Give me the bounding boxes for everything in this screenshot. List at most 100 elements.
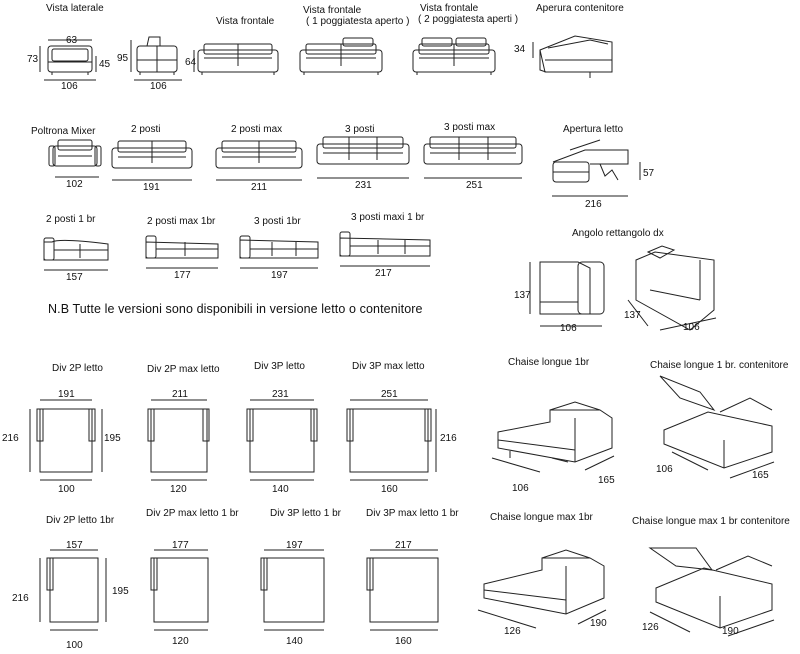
label-2-posti-1br: 2 posti 1 br: [46, 214, 96, 225]
dim-side-106b: 106: [150, 81, 167, 92]
dim-letto-216: 216: [585, 199, 602, 210]
dim-d4-216: 216: [440, 433, 457, 444]
dim-e1-157: 157: [66, 540, 83, 551]
label-apertura-letto: Apertura letto: [563, 124, 624, 135]
dim-ang-137b: 137: [624, 310, 641, 321]
dim-br-177: 177: [174, 270, 191, 281]
dim-mixer-102: 102: [66, 179, 83, 190]
label-chaise-1br: Chaise longue 1br: [508, 357, 590, 368]
dim-ch4-126: 126: [642, 622, 659, 633]
dim-ch2-106: 106: [656, 464, 673, 475]
dim-front-64: 64: [185, 57, 197, 68]
dim-d3-231: 231: [272, 389, 289, 400]
dim-ang-106b: 106: [683, 322, 700, 333]
dim-side-95: 95: [117, 53, 129, 64]
dim-ang-106a: 106: [560, 323, 577, 334]
two-seater-max-drawing: [215, 140, 303, 181]
side-view-headrest-drawing: [130, 36, 182, 81]
dim-br-217: 217: [375, 268, 392, 279]
bed-opening-drawing: [552, 139, 641, 197]
label-angolo: Angolo rettangolo dx: [572, 228, 664, 239]
div-3p-max-letto-plan: [346, 399, 437, 481]
dim-d4-251: 251: [381, 389, 398, 400]
label-vista-frontale-1: Vista frontale: [303, 5, 362, 16]
dim-e2-177: 177: [172, 540, 189, 551]
dim-ch3-190: 190: [590, 618, 607, 629]
label-3-posti-1br: 3 posti 1br: [254, 216, 301, 227]
dim-ang-137a: 137: [514, 290, 531, 301]
dim-e4-160: 160: [395, 636, 412, 647]
dim-br-157: 157: [66, 272, 83, 283]
dim-d4-160: 160: [381, 484, 398, 495]
two-seater-drawing: [111, 140, 193, 181]
dim-e1-216: 216: [12, 593, 29, 604]
dim-e3-140: 140: [286, 636, 303, 647]
label-vista-frontale: Vista frontale: [216, 16, 275, 27]
label-div-2p-letto: Div 2P letto: [52, 363, 103, 374]
dim-d1-191: 191: [58, 389, 75, 400]
dim-e3-197: 197: [286, 540, 303, 551]
label-div-2p-max-letto: Div 2P max letto: [147, 364, 220, 375]
front-view-two-headrest-drawing: [412, 37, 496, 75]
dim-d1-216: 216: [2, 433, 19, 444]
dim-ch2-165: 165: [752, 470, 769, 481]
dim-2p-191: 191: [143, 182, 160, 193]
three-seater-drawing: [316, 136, 410, 179]
chaise-longue-max-1br-drawing: [477, 549, 607, 629]
label-div-3p-max-letto-1br: Div 3P max letto 1 br: [366, 508, 459, 519]
dim-ch4-190: 190: [722, 626, 739, 637]
dim-e1-195: 195: [112, 586, 129, 597]
dim-d2-120: 120: [170, 484, 187, 495]
dim-2pmax-211: 211: [251, 182, 267, 193]
label-poggiatesta-1: ( 1 poggiatesta aperto ): [306, 16, 410, 27]
dim-ch1-165: 165: [598, 475, 615, 486]
dim-d1-100: 100: [58, 484, 75, 495]
label-chaise-1br-cont: Chaise longue 1 br. contenitore: [650, 360, 789, 371]
side-view-drawing: [39, 39, 97, 81]
label-vista-frontale-2: Vista frontale: [420, 3, 479, 14]
label-poggiatesta-2: ( 2 poggiatesta aperti ): [418, 14, 519, 25]
label-3-posti-max: 3 posti max: [444, 122, 496, 133]
label-poltrona-mixer: Poltrona Mixer: [31, 126, 96, 137]
dim-side-45: 45: [99, 59, 111, 70]
chaise-longue-1br-drawing: [491, 401, 615, 473]
poltrona-mixer-drawing: [48, 139, 102, 178]
dim-e1-100: 100: [66, 640, 83, 651]
dim-3pmax-251: 251: [466, 180, 483, 191]
dim-3p-231: 231: [355, 180, 372, 191]
label-2-posti: 2 posti: [131, 124, 161, 135]
div-3p-letto-1br-plan: [260, 549, 325, 631]
dim-d3-140: 140: [272, 484, 289, 495]
two-seater-max-1br-drawing: [145, 235, 219, 269]
storage-opening-drawing: [532, 35, 613, 78]
div-3p-letto-plan: [246, 399, 318, 481]
label-apertura-contenitore: Aperura contenitore: [536, 3, 624, 14]
dim-d1-195: 195: [104, 433, 121, 444]
label-div-3p-letto-1br: Div 3P letto 1 br: [270, 508, 341, 519]
div-2p-letto-1br-plan: [39, 549, 107, 631]
corner-piece-drawing: [529, 261, 605, 327]
dim-letto-57: 57: [643, 168, 655, 179]
chaise-longue-max-1br-storage-drawing: [648, 547, 775, 637]
label-chaise-max-1br: Chaise longue max 1br: [490, 512, 593, 523]
label-2-posti-max: 2 posti max: [231, 124, 283, 135]
dim-side-106a: 106: [61, 81, 78, 92]
div-3p-max-letto-1br-plan: [366, 549, 439, 631]
dim-e2-120: 120: [172, 636, 189, 647]
two-seater-1br-drawing: [43, 237, 109, 271]
front-view-one-headrest-drawing: [299, 37, 383, 75]
dim-side-73: 73: [27, 54, 39, 65]
front-view-drawing: [193, 43, 279, 75]
div-2p-max-letto-1br-plan: [150, 549, 209, 631]
dim-side-63: 63: [66, 35, 78, 46]
label-chaise-max-1br-cont: Chaise longue max 1 br contenitore: [632, 516, 790, 527]
div-2p-max-letto-plan: [147, 399, 210, 481]
label-div-2p-letto-1br: Div 2P letto 1br: [46, 515, 115, 526]
three-seater-1br-drawing: [239, 235, 319, 269]
chaise-longue-1br-storage-drawing: [659, 375, 775, 479]
label-div-2p-max-letto-1br: Div 2P max letto 1 br: [146, 508, 239, 519]
three-seater-max-1br-drawing: [339, 231, 431, 267]
label-vista-laterale: Vista laterale: [46, 3, 104, 14]
